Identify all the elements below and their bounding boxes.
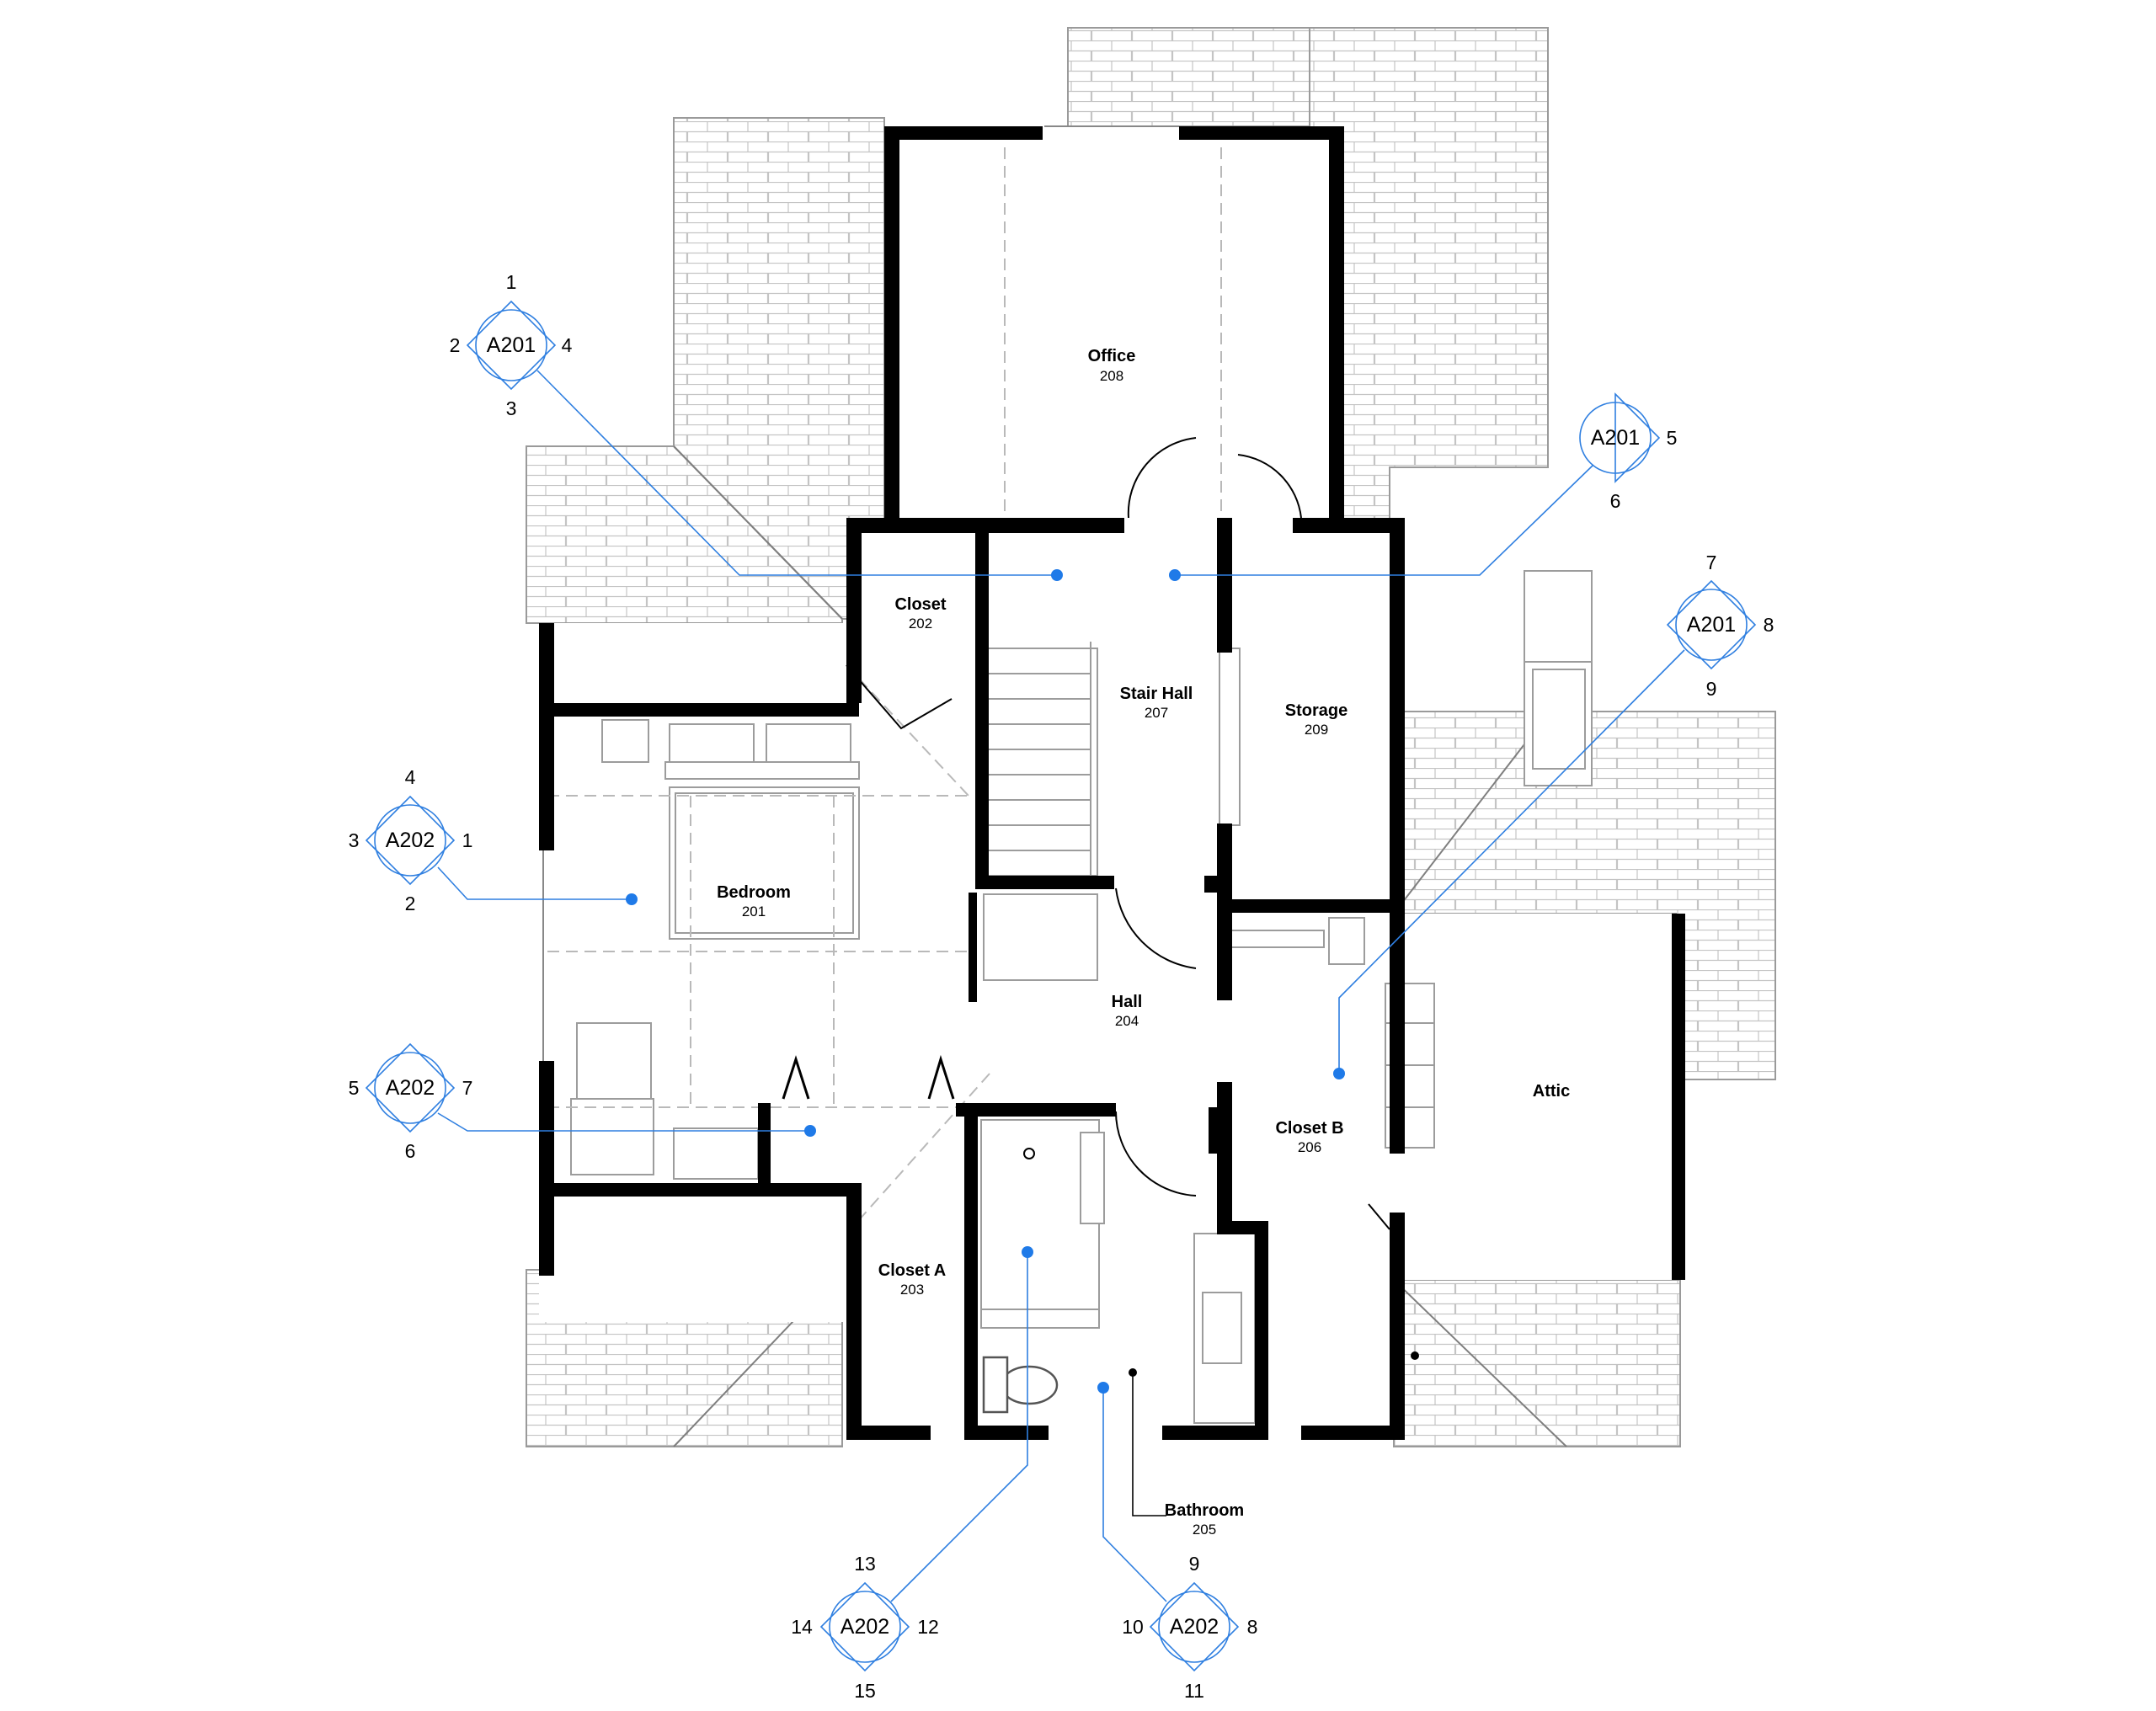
- elevation-tag-a201-2: A201 5 6: [1169, 392, 1678, 581]
- room-stair-hall: Stair Hall 207: [1120, 685, 1193, 721]
- armchair: [576, 1022, 652, 1100]
- svg-text:3: 3: [506, 397, 517, 419]
- svg-text:Attic: Attic: [1533, 1082, 1570, 1101]
- svg-text:201: 201: [742, 903, 766, 919]
- bathroom-fixtures: [980, 1119, 1256, 1424]
- svg-text:9: 9: [1189, 1553, 1200, 1575]
- svg-text:2: 2: [405, 893, 416, 914]
- room-bedroom: Bedroom 201: [717, 883, 791, 919]
- toilet: [1000, 1365, 1059, 1405]
- svg-text:1: 1: [462, 829, 473, 851]
- svg-text:209: 209: [1305, 722, 1328, 738]
- svg-text:A201: A201: [1591, 426, 1640, 450]
- room-hall: Hall 204: [1112, 993, 1143, 1029]
- svg-text:Closet B: Closet B: [1275, 1119, 1343, 1138]
- room-closet-a: Closet A 203: [878, 1261, 946, 1298]
- svg-text:9: 9: [1706, 678, 1717, 700]
- svg-text:Office: Office: [1088, 347, 1136, 365]
- room-storage: Storage 209: [1285, 701, 1348, 738]
- svg-text:Hall: Hall: [1112, 993, 1143, 1011]
- svg-text:14: 14: [791, 1616, 813, 1638]
- door-closet: [846, 664, 953, 730]
- svg-text:15: 15: [854, 1680, 876, 1702]
- roof-right-lower: [1393, 1279, 1681, 1447]
- elevation-tag-a202-4: A202 9 10 8 11: [1097, 1382, 1257, 1702]
- staircase: [983, 642, 1241, 981]
- svg-text:5: 5: [349, 1077, 360, 1099]
- elevation-tag-a202-3: A202 13 14 12 15: [791, 1246, 1033, 1702]
- svg-text:11: 11: [1184, 1680, 1204, 1702]
- svg-text:2: 2: [450, 334, 461, 356]
- door-office-left: [1127, 437, 1197, 519]
- fixtures: [542, 125, 1435, 1424]
- svg-text:A201: A201: [487, 333, 536, 357]
- svg-text:4: 4: [405, 766, 416, 788]
- svg-text:205: 205: [1193, 1522, 1216, 1538]
- svg-text:10: 10: [1122, 1616, 1144, 1638]
- svg-text:13: 13: [854, 1553, 876, 1575]
- bed: [601, 719, 860, 940]
- room-attic: Attic: [1533, 1082, 1570, 1101]
- svg-text:6: 6: [405, 1140, 416, 1162]
- room-bathroom: Bathroom 205: [1165, 1501, 1244, 1538]
- svg-text:207: 207: [1145, 705, 1168, 721]
- svg-text:6: 6: [1610, 490, 1621, 512]
- svg-text:7: 7: [462, 1077, 473, 1099]
- room-closet-b: Closet B 206: [1275, 1119, 1343, 1155]
- walls: [539, 126, 1685, 1440]
- room-office: Office 208: [1088, 347, 1136, 384]
- svg-text:4: 4: [562, 334, 573, 356]
- elevation-tag-a202-1: A202 4 3 1 2: [349, 766, 638, 914]
- room-labels: Office 208 Closet 202 Stair Hall 207 Sto…: [717, 347, 1570, 1538]
- svg-text:1: 1: [506, 271, 517, 293]
- elevation-tag-a201-3: A201 7 8 9: [1333, 552, 1774, 1079]
- svg-text:204: 204: [1115, 1013, 1139, 1029]
- svg-text:202: 202: [909, 616, 932, 632]
- svg-text:203: 203: [900, 1282, 924, 1298]
- door-stair: [1115, 887, 1197, 969]
- svg-text:7: 7: [1706, 552, 1717, 573]
- svg-text:3: 3: [349, 829, 360, 851]
- svg-text:12: 12: [917, 1616, 939, 1638]
- svg-text:8: 8: [1764, 614, 1774, 636]
- svg-text:208: 208: [1100, 368, 1123, 384]
- svg-text:A201: A201: [1687, 613, 1736, 637]
- elevation-tags: A201 1 2 3 4 A201 5 6 A201 7 8 9: [349, 271, 1774, 1702]
- door-attic: [1368, 1203, 1390, 1230]
- elevation-tag-a202-2: A202 5 7 6: [349, 1042, 816, 1162]
- svg-text:Bedroom: Bedroom: [717, 883, 791, 902]
- elevation-tag-a201-1: A201 1 2 3 4: [450, 271, 1063, 581]
- svg-text:Stair Hall: Stair Hall: [1120, 685, 1193, 703]
- door-office-right: [1237, 454, 1302, 519]
- svg-text:A202: A202: [841, 1615, 889, 1639]
- svg-text:Bathroom: Bathroom: [1165, 1501, 1244, 1520]
- svg-text:Closet: Closet: [894, 595, 946, 614]
- tub: [980, 1119, 1100, 1310]
- svg-text:Storage: Storage: [1285, 701, 1348, 720]
- svg-text:A202: A202: [386, 829, 435, 852]
- desk: [673, 1127, 759, 1180]
- svg-text:Closet A: Closet A: [878, 1261, 946, 1280]
- svg-text:A202: A202: [1170, 1615, 1219, 1639]
- svg-text:8: 8: [1247, 1616, 1258, 1638]
- svg-text:206: 206: [1298, 1139, 1321, 1155]
- svg-text:A202: A202: [386, 1076, 435, 1100]
- svg-text:5: 5: [1667, 427, 1678, 449]
- room-closet: Closet 202: [894, 595, 946, 632]
- door-bath: [1114, 1111, 1197, 1197]
